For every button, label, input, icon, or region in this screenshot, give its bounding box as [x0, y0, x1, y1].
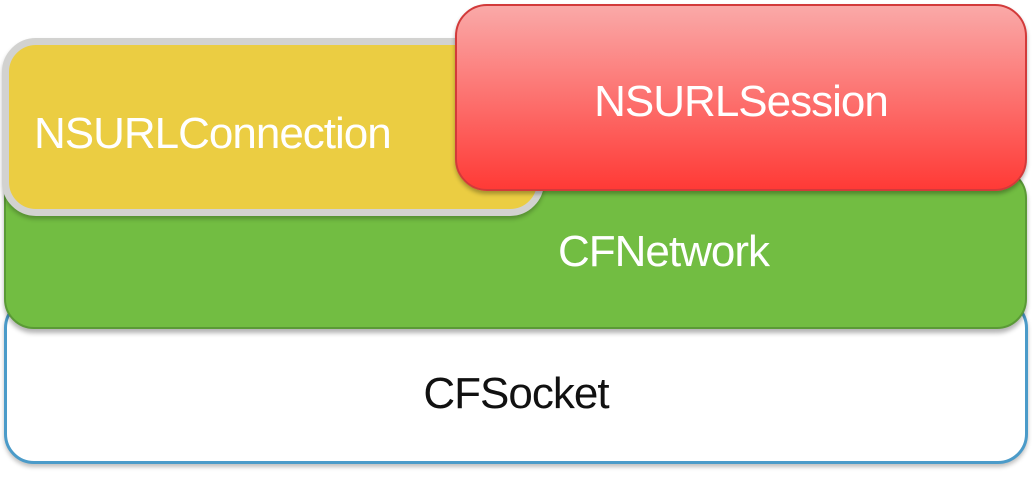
cfsocket-label: CFSocket [423, 369, 609, 418]
nsurlconnection-label: NSURLConnection [34, 109, 392, 158]
cfnetwork-label: CFNetwork [558, 227, 770, 276]
nsurlconnection-layer: NSURLConnection [2, 38, 544, 216]
nsurlsession-layer: NSURLSession [455, 4, 1027, 191]
nsurlsession-label: NSURLSession [594, 77, 889, 126]
